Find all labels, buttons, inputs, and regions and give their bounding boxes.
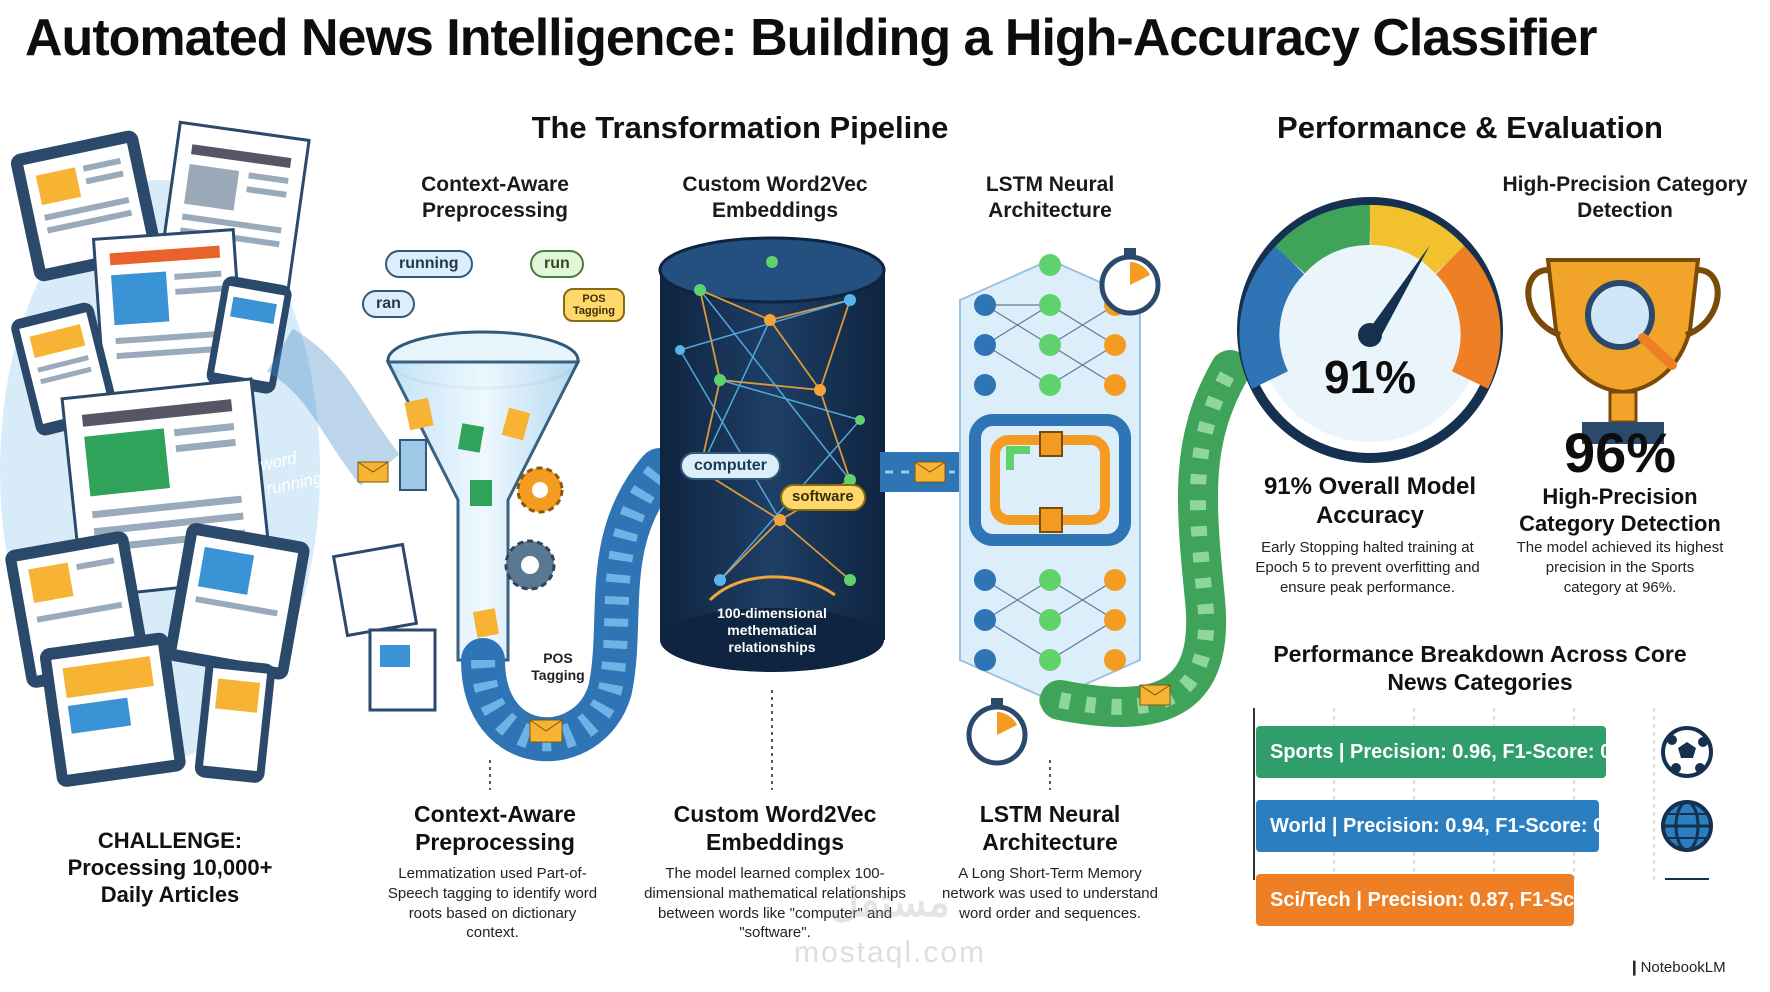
branding: ❙​NotebookLM <box>1628 958 1768 976</box>
branding-label: NotebookLM <box>1640 959 1726 976</box>
performance-heading: Performance & Evaluation <box>1277 110 1663 145</box>
challenge-line-1: CHALLENGE: <box>97 828 243 853</box>
soccer-ball-icon <box>1661 726 1713 778</box>
category-bar-label: Sci/Tech | Precision: 0.87, F1-Score: 0.… <box>1270 888 1657 911</box>
accuracy-description: Early Stopping halted training at Epoch … <box>1255 539 1480 596</box>
stopwatch-icon <box>1099 248 1161 316</box>
watermark-arabic: مستقل <box>830 881 950 925</box>
stage-lstm-description: A Long Short-Term Memory network was use… <box>942 865 1158 922</box>
breakdown-title: Performance Breakdown Across Core News C… <box>1273 641 1687 696</box>
category-bar-sports: Sports | Precision: 0.96, F1-Score: 0.96 <box>1256 726 1639 778</box>
stage-word2vec-bottom-label: Custom Word2Vec Embeddings <box>673 801 877 856</box>
stage-preprocessing-bottom-label: Context-Aware Preprocessing <box>414 801 576 856</box>
accuracy-gauge-icon <box>1237 197 1503 463</box>
accuracy-title: 91% Overall Model Accuracy <box>1263 473 1477 530</box>
category-bar-scitech: Sci/Tech | Precision: 0.87, F1-Score: 0.… <box>1256 874 1657 926</box>
gauge-value: 91% <box>1323 351 1417 403</box>
stage-preprocessing-description: Lemmatization used Part-of-Speech taggin… <box>387 865 598 942</box>
watermark-latin: mostaql.com <box>793 936 987 969</box>
word-chip-run: run <box>530 250 584 278</box>
category-bar-label: World | Precision: 0.94, F1-Score: 0.92 <box>1270 814 1633 837</box>
lstm-envelope-icon <box>914 461 946 483</box>
notebooklm-logo-icon: ❙​ <box>1628 959 1641 976</box>
embedding-chip-software: software <box>780 484 866 511</box>
precision-title: High-Precision Category Detection <box>1519 484 1721 536</box>
pipeline-heading: The Transformation Pipeline <box>531 110 949 145</box>
trophy-icon <box>1525 258 1721 444</box>
precision-description: The model achieved its highest precision… <box>1516 539 1724 596</box>
word-chip-running: running <box>385 250 473 278</box>
challenge-line-2: Processing 10,000+ <box>67 854 273 880</box>
document-stack-icon <box>331 542 437 712</box>
challenge-text: CHALLENGE: Processing 10,000+ Daily Arti… <box>40 828 300 908</box>
embedding-chip-computer: computer <box>680 452 781 480</box>
green-path-envelope-icon <box>1139 684 1171 706</box>
gear-icon <box>504 466 564 591</box>
stream-envelope-icon <box>357 461 389 483</box>
stage-preprocessing-top-label: Context-Aware Preprocessing <box>421 173 569 222</box>
lstm-network-icon <box>959 254 1141 711</box>
pos-tag-label: POS Tagging <box>531 650 585 683</box>
category-bar-label: Sports | Precision: 0.96, F1-Score: 0.96 <box>1270 740 1640 763</box>
pipe-envelope-icon <box>529 719 563 743</box>
stopwatch-bottom-icon <box>966 698 1028 766</box>
stage-word2vec-description: The model learned complex 100-dimensiona… <box>644 865 906 942</box>
funnel-icon <box>385 330 581 662</box>
precision-top-label: High-Precision Category Detection <box>1502 173 1748 222</box>
embedding-caption: 100-dimensional methematical relationshi… <box>717 605 827 656</box>
stage-word2vec-top-label: Custom Word2Vec Embeddings <box>682 173 868 222</box>
word-chip-ran: ran <box>362 290 415 318</box>
globe-icon <box>1661 800 1713 852</box>
pos-tag-chip: POS Tagging <box>563 288 625 323</box>
challenge-line-3: Daily Articles <box>100 881 240 907</box>
category-bar-world: World | Precision: 0.94, F1-Score: 0.92 <box>1256 800 1632 852</box>
page-title: Automated News Intelligence: Building a … <box>25 9 1597 67</box>
news-articles-pile-icon <box>0 120 320 787</box>
stage-lstm-bottom-label: LSTM Neural Architecture <box>979 801 1121 856</box>
precision-value: 96% <box>1563 421 1677 484</box>
stage-lstm-top-label: LSTM Neural Architecture <box>985 173 1115 222</box>
